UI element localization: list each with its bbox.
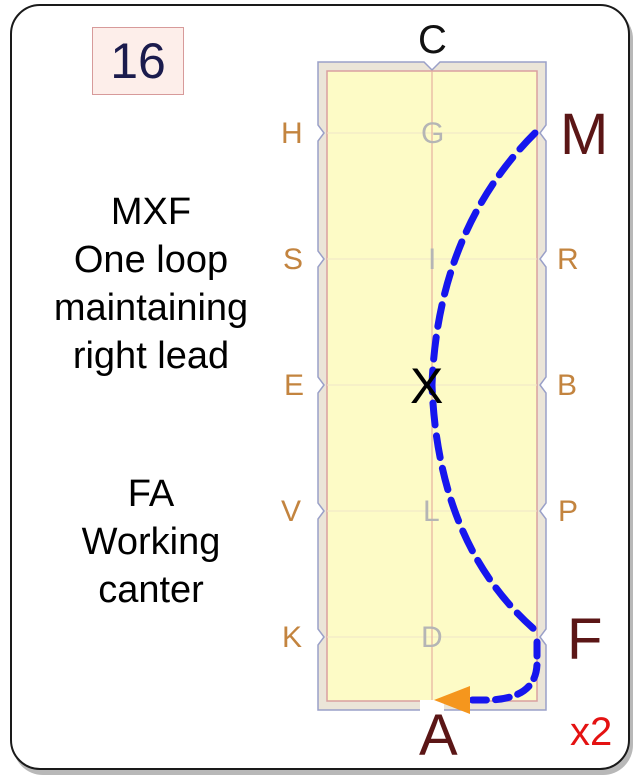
letter-I: I xyxy=(428,243,437,276)
letter-K: K xyxy=(282,621,303,654)
letter-R: R xyxy=(557,243,579,276)
letter-G: G xyxy=(421,117,445,150)
ridden-path-return xyxy=(466,638,541,704)
movement-1-line-2: One loop xyxy=(73,239,229,281)
arena-entrance-gap xyxy=(420,700,444,712)
letter-X: X xyxy=(410,358,444,414)
letter-L: L xyxy=(423,495,440,528)
movement-2-line-3: canter xyxy=(98,569,204,611)
movement-1-line-3: maintaining xyxy=(53,287,249,329)
ridden-path xyxy=(428,129,539,634)
test-number-badge: 16 xyxy=(92,27,184,95)
letter-F: F xyxy=(567,607,603,672)
movement-2-text: FA Working canter xyxy=(20,470,282,614)
movement-1-text: MXF One loop maintaining right lead xyxy=(20,188,282,380)
movement-2-line-2: Working xyxy=(81,521,221,563)
repeat-count: x2 xyxy=(570,710,613,754)
movement-1-line-1: MXF xyxy=(110,191,192,233)
letter-S: S xyxy=(283,243,304,276)
movement-1-line-4: right lead xyxy=(72,335,230,377)
letter-D: D xyxy=(421,621,443,654)
letter-H: H xyxy=(281,117,303,150)
letter-A: A xyxy=(419,703,458,768)
movement-2-line-1: FA xyxy=(127,473,175,515)
letter-M: M xyxy=(560,102,609,167)
letter-V: V xyxy=(281,495,302,528)
letter-P: P xyxy=(558,495,579,528)
letter-C: C xyxy=(418,18,447,62)
letter-B: B xyxy=(557,369,578,402)
direction-arrow-icon xyxy=(434,686,470,714)
letter-E: E xyxy=(284,369,305,402)
